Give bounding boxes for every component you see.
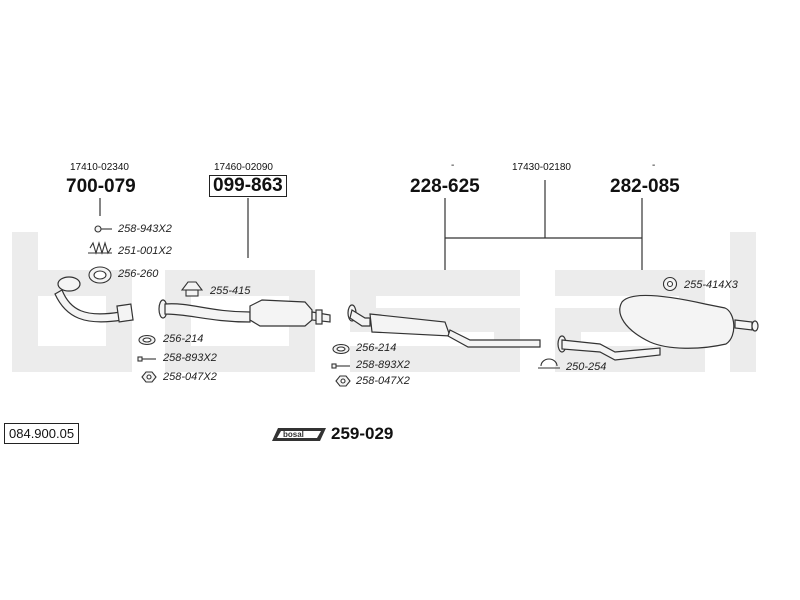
nut-icon: [141, 371, 157, 383]
fitting-label: 255-415: [210, 285, 251, 297]
catalog-number: 084.900.05: [4, 423, 80, 444]
fitting-label: 258-047X2: [163, 371, 217, 383]
fitting-label: 256-260: [118, 268, 159, 280]
bosal-badge-text: bosal: [283, 430, 304, 439]
part-number-282-085: 282-085: [610, 176, 680, 197]
oem-number-3: 17430-02180: [512, 162, 571, 173]
rubber-mount-icon: [662, 276, 678, 292]
bolt-icon: [331, 363, 350, 369]
exhaust-parts: [54, 276, 759, 361]
front-pipe: [54, 276, 134, 323]
nut-icon: [335, 375, 351, 387]
fitting-label: 255-414X3: [684, 279, 738, 291]
fitting-label: 258-893X2: [356, 359, 410, 371]
bolt-icon: [137, 356, 156, 362]
spring-icon: [88, 241, 112, 255]
rear-silencer: [557, 294, 759, 361]
part-number-700-079: 700-079: [66, 176, 136, 197]
catalytic-converter: [158, 299, 331, 327]
u-clamp-icon: [538, 358, 560, 369]
centre-silencer: [347, 304, 541, 348]
fitting-label: 256-214: [356, 342, 397, 354]
fitting-label: 250-254: [566, 361, 607, 373]
fitting-label: 256-214: [163, 333, 204, 345]
dash-right: -: [652, 160, 656, 171]
fitting-label: 258-047X2: [356, 375, 410, 387]
oem-number-2: 17460-02090: [214, 162, 273, 173]
kit-number: 259-029: [331, 424, 394, 443]
fitting-label: 251-001X2: [118, 245, 172, 257]
fitting-icons: [88, 225, 678, 387]
dash-left: -: [451, 160, 455, 171]
part-number-228-625: 228-625: [410, 176, 480, 197]
fitting-label: 258-943X2: [118, 223, 172, 235]
gasket-ring-icon: [88, 266, 112, 284]
leader-lines: [99, 180, 643, 270]
fitting-label: 258-893X2: [163, 352, 217, 364]
gasket-icon: [138, 334, 156, 346]
oem-number-1: 17410-02340: [70, 162, 129, 173]
bolt-icon: [94, 225, 112, 233]
bosal-badge: [272, 428, 326, 441]
gasket-icon: [332, 343, 350, 355]
part-number-099-863: 099-863: [209, 175, 287, 197]
clamp-icon: [180, 281, 204, 297]
